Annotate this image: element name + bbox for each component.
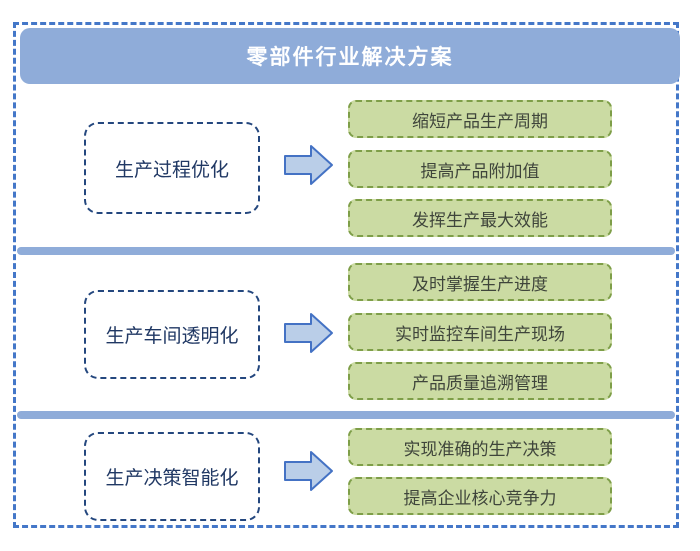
outcome-box: 产品质量追溯管理	[348, 362, 612, 400]
section-label-workshop-transparency: 生产车间透明化	[84, 290, 260, 379]
outcome-text: 实现准确的生产决策	[403, 439, 557, 459]
outcome-text: 发挥生产最大效能	[412, 210, 548, 230]
section-label-text: 生产过程优化	[114, 159, 229, 181]
section-divider	[17, 247, 675, 255]
section-divider	[17, 411, 675, 419]
outcome-box: 实时监控车间生产现场	[348, 313, 612, 351]
section-label-production-process: 生产过程优化	[84, 122, 260, 214]
outer-dashed-frame	[13, 22, 679, 528]
outcome-box: 发挥生产最大效能	[348, 199, 612, 237]
outcome-text: 产品质量追溯管理	[412, 373, 548, 393]
outcome-text: 缩短产品生产周期	[412, 111, 548, 131]
outcome-text: 提高企业核心竞争力	[403, 488, 557, 508]
diagram-title: 零部件行业解决方案	[246, 46, 454, 69]
right-arrow-icon	[284, 145, 333, 185]
outcome-box: 及时掌握生产进度	[348, 263, 612, 301]
outcome-text: 提高产品附加值	[420, 161, 540, 181]
outcome-box: 缩短产品生产周期	[348, 100, 612, 138]
right-arrow-icon	[284, 451, 333, 491]
section-label-decision-intelligence: 生产决策智能化	[84, 432, 260, 521]
outcome-text: 及时掌握生产进度	[412, 274, 548, 294]
outcome-box: 提高企业核心竞争力	[348, 477, 612, 515]
outcome-box: 提高产品附加值	[348, 150, 612, 188]
section-label-text: 生产决策智能化	[105, 468, 239, 489]
section-label-text: 生产车间透明化	[105, 326, 239, 347]
outcome-box: 实现准确的生产决策	[348, 428, 612, 466]
right-arrow-icon	[284, 313, 333, 353]
outcome-text: 实时监控车间生产现场	[395, 324, 565, 344]
diagram-title-bar: 零部件行业解决方案	[20, 28, 680, 84]
